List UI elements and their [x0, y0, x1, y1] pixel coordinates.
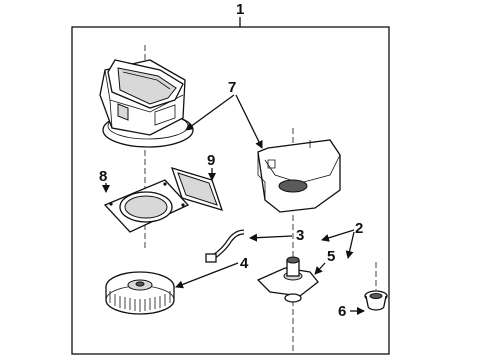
wire-harness: [205, 229, 245, 263]
blower-seal: [103, 179, 190, 233]
callout-3: 3: [296, 227, 304, 244]
callout-4: 4: [240, 255, 249, 272]
diagram-frame: [71, 26, 390, 355]
callout-leaders: [102, 94, 365, 315]
callout-9: 9: [207, 152, 215, 169]
callout-5: 5: [327, 248, 335, 265]
callout-1: 1: [236, 1, 244, 18]
callout-7: 7: [228, 79, 236, 96]
resistor: [170, 167, 224, 211]
blower-case-lower: [257, 139, 341, 213]
blower-motor-wheel: [105, 271, 175, 315]
callout-8: 8: [99, 168, 107, 185]
grommet: [364, 290, 388, 311]
blower-case-upper: [99, 59, 194, 148]
callout-2: 2: [355, 220, 363, 237]
motor-mount: [256, 256, 319, 303]
callout-6: 6: [338, 303, 346, 320]
